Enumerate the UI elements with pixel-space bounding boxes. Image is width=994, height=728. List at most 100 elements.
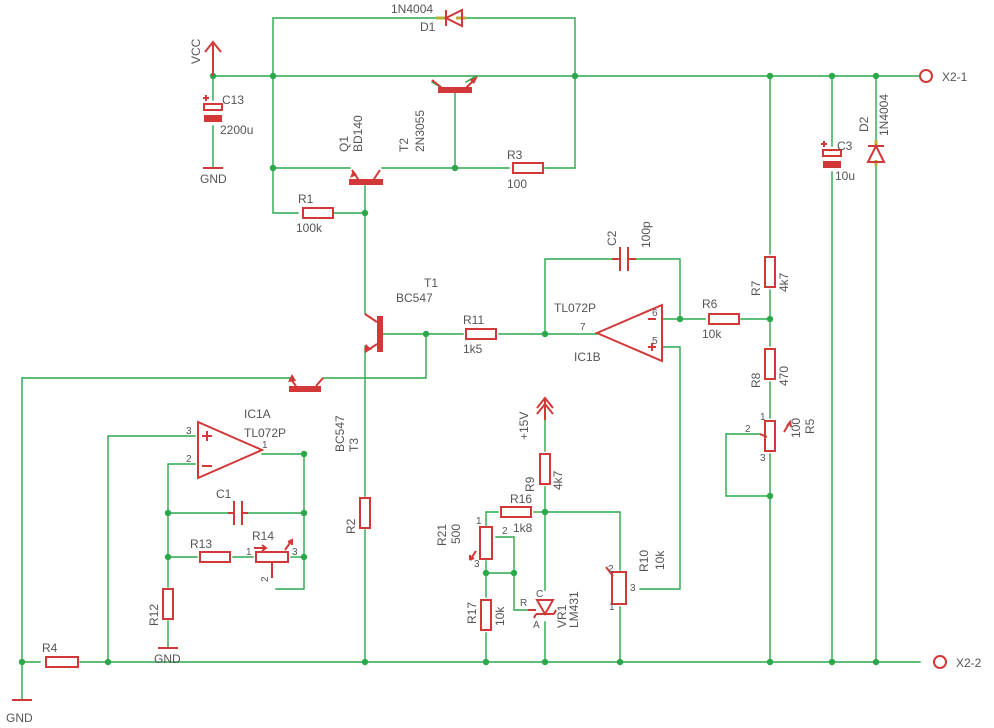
opamp-ic1b: TL072P IC1B 7 6 5 — [554, 301, 663, 364]
r12-name: R12 — [147, 604, 161, 626]
gnd-c13-label: GND — [200, 172, 227, 186]
r21-pin1: 1 — [476, 516, 482, 527]
c13-value: 2200u — [220, 123, 253, 137]
ic1b-value: TL072P — [554, 301, 596, 315]
pot-r21: 1 2 3 R21 500 — [435, 516, 508, 570]
resistor-r1: R1 100k — [296, 192, 334, 235]
p15v-label: +15V — [517, 412, 531, 440]
c2-name: C2 — [605, 230, 619, 246]
transistor-t3: BC547 T3 — [288, 374, 361, 452]
diode-d2: D2 1N4004 — [857, 94, 891, 166]
ic1a-pin-minus: 2 — [186, 454, 192, 465]
r9-name: R9 — [523, 476, 537, 492]
resistor-r13: R13 — [190, 537, 231, 563]
r14-pin1: 1 — [246, 547, 252, 558]
ic1a-name: IC1A — [244, 407, 271, 421]
r3-value: 100 — [507, 177, 527, 191]
gnd-bottom-label: GND — [6, 711, 33, 725]
transistor-t2: T2 2N3055 — [397, 76, 478, 152]
r21-pin3: 3 — [474, 559, 480, 570]
q1-value: BD140 — [351, 115, 365, 152]
r10-pin1: 1 — [609, 602, 615, 613]
transistor-t1: T1 BC547 — [364, 276, 438, 353]
vcc-label: VCC — [189, 38, 203, 64]
t2-value: 2N3055 — [413, 110, 427, 152]
r8-name: R8 — [749, 372, 763, 388]
ic1b-pin-plus: 5 — [652, 336, 658, 347]
ic1a-value: TL072P — [244, 426, 286, 440]
c3-value: 10u — [835, 169, 855, 183]
gnd-symbol-bottom: GND — [6, 699, 33, 725]
r7-name: R7 — [749, 280, 763, 296]
ic1b-pin-out: 7 — [580, 322, 586, 333]
pot-r14: R14 1 3 2 — [246, 529, 298, 582]
r10-pin2: 2 — [608, 564, 614, 575]
resistor-r16: R16 1k8 — [500, 492, 533, 535]
vr1-pin-r: R — [520, 598, 527, 609]
r5-pin3: 3 — [760, 453, 766, 464]
t3-name: T3 — [347, 438, 361, 452]
gnd-symbol-c13: GND — [200, 167, 227, 186]
r17-value: 10k — [493, 606, 507, 626]
vr1-pin-a: A — [533, 620, 540, 631]
regulator-vr1: R A C VR1 LM431 — [520, 589, 581, 631]
opamp-ic1a: IC1A TL072P 3 2 1 — [186, 407, 286, 480]
vr1-value: LM431 — [567, 591, 581, 628]
r14-pin2: 2 — [260, 576, 271, 582]
vr1-name: VR1 — [555, 604, 569, 628]
resistor-r2: R2 — [344, 497, 371, 534]
r1-name: R1 — [298, 192, 314, 206]
c2-value: 100p — [639, 221, 653, 248]
resistor-r3: R3 100 — [507, 148, 544, 191]
r5-pin2: 2 — [745, 424, 751, 435]
resistor-r17: R17 10k — [465, 599, 507, 631]
ic1b-pin-minus: 6 — [652, 308, 658, 319]
junctions — [18, 72, 880, 666]
gnd-symbol-r12: GND — [154, 647, 181, 666]
r17-name: R17 — [465, 602, 479, 624]
t3-value: BC547 — [333, 415, 347, 452]
wires — [21, 17, 921, 701]
resistor-r4: R4 — [42, 641, 79, 668]
r7-value: 4k7 — [777, 272, 791, 292]
resistor-r6: R6 10k — [702, 297, 740, 341]
r21-pin2: 2 — [502, 526, 508, 537]
r5-pin1: 1 — [760, 412, 766, 423]
pot-r10: 2 1 3 R10 10k — [605, 550, 667, 613]
r14-pin3: 3 — [292, 547, 298, 558]
d2-value: 1N4004 — [877, 94, 891, 136]
vcc-symbol: VCC — [189, 38, 222, 76]
r16-value: 1k8 — [513, 521, 533, 535]
r21-value: 500 — [449, 524, 463, 544]
r5-value: 100 — [789, 418, 803, 438]
gnd-r12-label: GND — [154, 652, 181, 666]
q1-name: Q1 — [337, 136, 351, 152]
r14-name: R14 — [252, 529, 274, 543]
terminal-x2-2-label: X2-2 — [956, 656, 982, 670]
capacitor-c3: C3 10u — [821, 139, 855, 183]
r10-name: R10 — [637, 550, 651, 572]
resistor-r8: R8 470 — [749, 348, 791, 388]
r3-name: R3 — [507, 148, 523, 162]
terminal-x2-1-label: X2-1 — [942, 70, 968, 84]
terminal-x2-2: X2-2 — [933, 655, 982, 670]
resistor-r11: R11 1k5 — [463, 313, 497, 356]
r16-name: R16 — [510, 492, 532, 506]
ic1a-pin-out: 1 — [262, 440, 268, 451]
ic1a-pin-plus: 3 — [186, 426, 192, 437]
terminal-x2-1: X2-1 — [919, 69, 968, 84]
t1-name: T1 — [424, 276, 438, 290]
r5-name: R5 — [803, 418, 817, 434]
p15v-symbol: +15V — [517, 396, 554, 440]
d1-name: D1 — [420, 20, 436, 34]
r21-name: R21 — [435, 524, 449, 546]
r8-value: 470 — [777, 366, 791, 386]
r11-name: R11 — [463, 313, 484, 327]
r11-value: 1k5 — [463, 342, 483, 356]
vr1-pin-c: C — [536, 589, 543, 600]
r10-value: 10k — [653, 550, 667, 570]
resistor-r9: R9 4k7 — [523, 453, 565, 492]
r2-name: R2 — [344, 518, 358, 534]
t1-value: BC547 — [396, 291, 433, 305]
